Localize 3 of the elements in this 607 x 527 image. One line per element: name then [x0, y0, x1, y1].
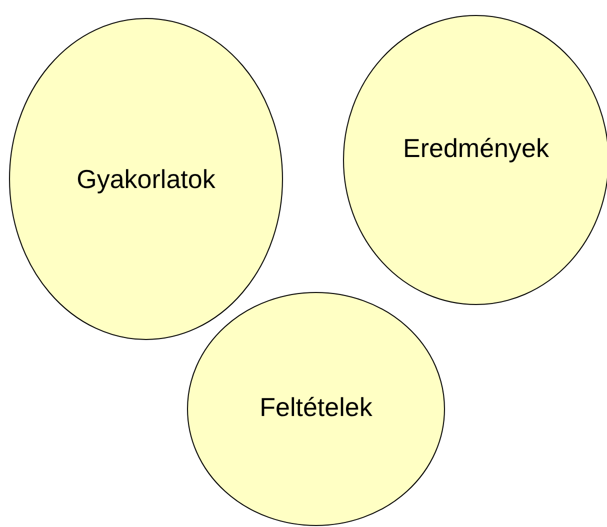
node-label: Gyakorlatok: [76, 164, 216, 195]
node-label: Feltételek: [258, 392, 374, 423]
node-label: Eredmények: [402, 133, 550, 164]
